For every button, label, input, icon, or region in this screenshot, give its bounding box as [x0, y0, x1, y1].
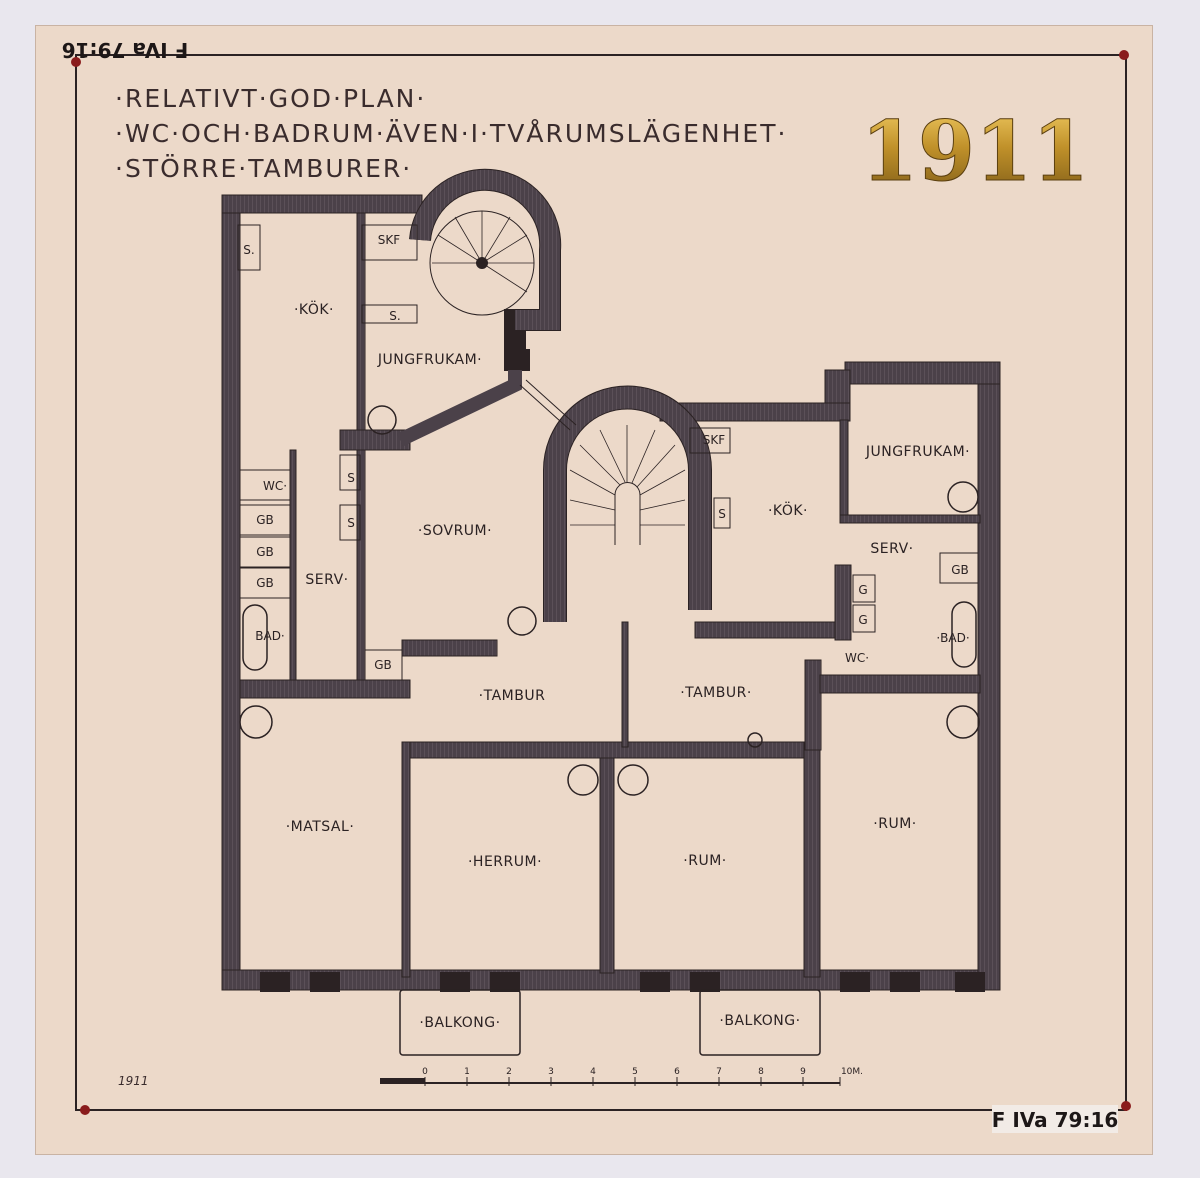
room-rum-right: ·RUM· — [873, 816, 916, 832]
title-line-1: ·RELATIVT·GOD·PLAN· — [115, 84, 426, 113]
gb-cupboards — [237, 224, 979, 681]
scale-label-5: 5 — [632, 1067, 638, 1077]
scale-label-6: 6 — [674, 1067, 680, 1077]
window-blocks — [260, 972, 985, 992]
room-matsal: ·MATSAL· — [286, 819, 355, 835]
year-seal: 1911 — [861, 104, 1089, 200]
room-s-sov-2: S — [347, 516, 355, 530]
archive-label-bg — [992, 1105, 1118, 1133]
scale-label-9: 9 — [800, 1067, 806, 1077]
scale-label-4: 4 — [590, 1067, 596, 1077]
room-s-kok-left: S. — [243, 243, 254, 257]
bathtub-right — [951, 601, 977, 668]
room-balkong-right: ·BALKONG· — [719, 1013, 800, 1029]
room-labels: ·KÖK· SKF S. S. JUNGFRUKAM· WC· GB GB GB… — [243, 233, 970, 1031]
room-gb-right: GB — [951, 563, 969, 577]
room-skf-right: SKF — [703, 433, 725, 447]
title-line-2: ·WC·OCH·BADRUM·ÄVEN·I·TVÅRUMSLÄGENHET· — [115, 119, 787, 148]
room-s-sov-1: S — [347, 471, 355, 485]
sheet-frame — [75, 54, 1127, 1111]
room-rum-mid: ·RUM· — [683, 853, 726, 869]
room-gb-2: GB — [256, 545, 274, 559]
room-skf-left: SKF — [378, 233, 400, 247]
room-tambur-left: ·TAMBUR — [479, 688, 546, 704]
plan-walls — [221, 194, 1001, 991]
room-bad-right: ·BAD· — [936, 631, 969, 645]
scale-label-0: 0 — [422, 1067, 428, 1077]
room-tambur-right: ·TAMBUR· — [680, 685, 752, 701]
room-jungfrukam-left: JUNGFRUKAM· — [377, 352, 482, 368]
corner-pin — [80, 1105, 90, 1115]
room-balkong-left: ·BALKONG· — [419, 1015, 500, 1031]
scale-label-8: 8 — [758, 1067, 764, 1077]
title-line-3: ·STÖRRE·TAMBURER· — [115, 154, 412, 183]
scale-label-3: 3 — [548, 1067, 554, 1077]
bathtub-left — [242, 604, 268, 671]
scale-label-1: 1 — [464, 1067, 470, 1077]
balcony-right — [699, 989, 821, 1056]
room-serv-right: SERV· — [870, 541, 913, 557]
scale-label-7: 7 — [716, 1067, 722, 1077]
corner-pin — [71, 57, 81, 67]
room-wc-left: WC· — [263, 479, 287, 493]
room-g-2: G — [858, 613, 867, 627]
scale-label-2: 2 — [506, 1067, 512, 1077]
corner-pin — [1121, 1101, 1131, 1111]
room-gb-left-small: GB — [374, 658, 392, 672]
room-sovrum: ·SOVRUM· — [418, 523, 492, 539]
archive-ref-top: F IVa 79:16 — [62, 38, 189, 62]
archive-ref-bottom: F IVa 79:16 — [992, 1108, 1119, 1132]
room-gb-1: GB — [256, 513, 274, 527]
room-serv-left: SERV· — [305, 572, 348, 588]
room-kok-left: ·KÖK· — [294, 300, 334, 318]
balcony-left — [399, 989, 521, 1056]
room-herrum: ·HERRUM· — [468, 854, 542, 870]
diagonal-window — [519, 384, 571, 431]
room-g-1: G — [858, 583, 867, 597]
room-gb-3: GB — [256, 576, 274, 590]
tile-stoves — [239, 405, 980, 796]
scale-label-10m: 10M. — [841, 1067, 863, 1077]
room-s-right: S — [718, 507, 726, 521]
room-jungfrukam-right: JUNGFRUKAM· — [865, 444, 970, 460]
stair-center — [543, 385, 712, 622]
diagonal-window — [525, 379, 577, 426]
floor-plan-drawing: F IVa 79:16 F IVa 79:16 ·RELATIVT·GOD·PL… — [62, 38, 1131, 1133]
stair-left — [409, 168, 562, 371]
room-wc-right: WC· — [845, 651, 869, 665]
room-bad-left: BAD· — [255, 629, 285, 643]
diagonal-wall-left — [396, 370, 522, 447]
drawing-sheet — [35, 25, 1153, 1155]
corner-pin — [1119, 50, 1129, 60]
room-kok-right: ·KÖK· — [768, 501, 808, 519]
pencil-date: 1911 — [118, 1074, 149, 1088]
room-s-small-left: S. — [389, 309, 400, 323]
scale-bar: 0 1 2 3 4 5 6 7 8 9 10M. — [380, 1067, 863, 1086]
